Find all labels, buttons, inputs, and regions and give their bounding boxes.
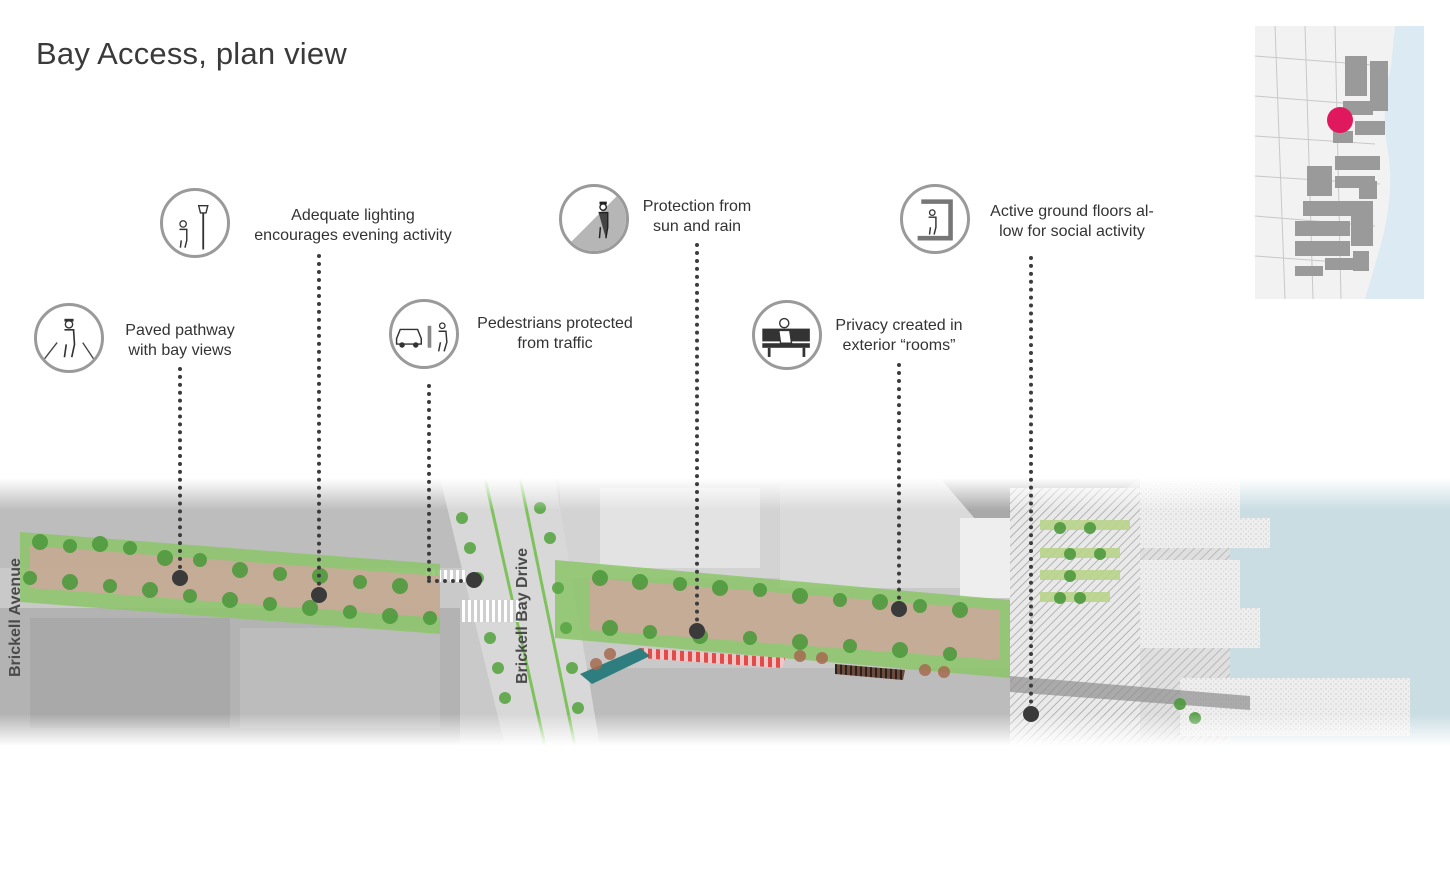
street-lamp-icon: [160, 188, 230, 258]
site-plan: [0, 478, 1450, 746]
feature-label-active: Active ground floors al- low for social …: [990, 203, 1154, 240]
pedestrian-path-icon: [34, 303, 104, 373]
location-minimap: [1255, 26, 1424, 299]
feature-label-protection: Protection from sun and rain: [642, 198, 752, 235]
marker-paved: [172, 570, 188, 586]
page-title: Bay Access, plan view: [36, 36, 347, 71]
marker-traffic: [466, 572, 482, 588]
feature-label-lighting: Adequate lighting encourages evening act…: [254, 207, 452, 244]
leader-line-protection: [695, 243, 699, 630]
marker-active: [1023, 706, 1039, 722]
storefront-person-icon: [900, 184, 970, 254]
feature-label-paved: Paved pathway with bay views: [125, 322, 235, 359]
leader-line-lighting: [317, 254, 321, 594]
marker-protection: [689, 623, 705, 639]
car-barrier-pedestrian-icon: [389, 299, 459, 369]
leader-line-active: [1029, 256, 1033, 712]
canopy-shelter-icon: [559, 184, 629, 254]
marker-privacy: [891, 601, 907, 617]
marker-lighting: [311, 587, 327, 603]
feature-label-traffic: Pedestrians protected from traffic: [477, 315, 633, 352]
street-label-brickell-bay-drive: Brickell Bay Drive: [514, 547, 531, 684]
street-label-brickell-avenue: Brickell Avenue: [7, 558, 24, 677]
bench-person-icon: [752, 300, 822, 370]
leader-line-traffic-end: [427, 579, 471, 583]
leader-line-paved: [178, 367, 182, 577]
leader-line-traffic: [427, 384, 431, 580]
feature-label-privacy: Privacy created in exterior “rooms”: [835, 317, 963, 354]
leader-line-privacy: [897, 363, 901, 608]
